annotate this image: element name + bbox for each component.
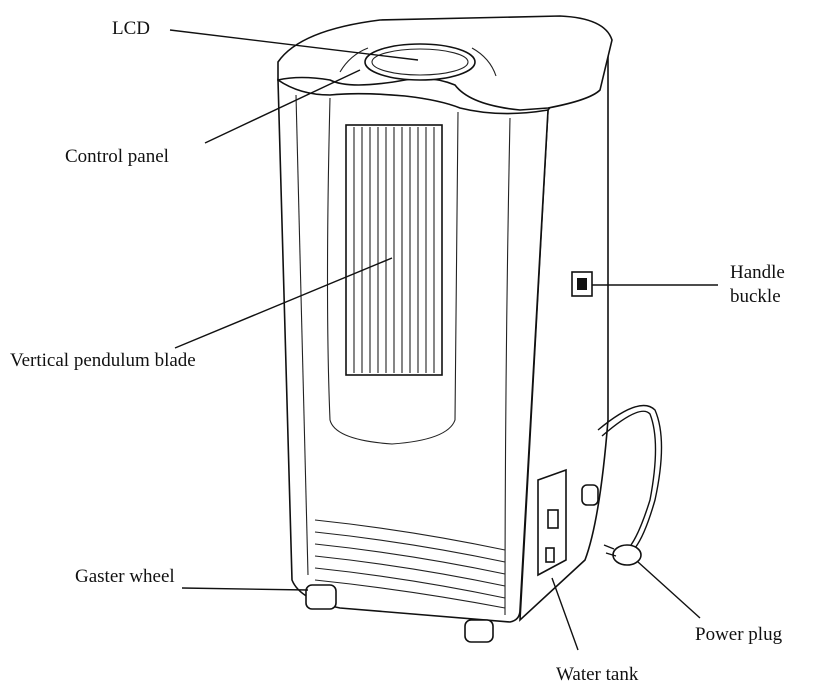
label-vertical-blade: Vertical pendulum blade bbox=[10, 350, 196, 371]
bottom-grille bbox=[314, 519, 506, 609]
leader-vertical-blade bbox=[174, 257, 393, 349]
label-water-tank: Water tank bbox=[556, 664, 639, 685]
label-lcd: LCD bbox=[112, 18, 150, 39]
leader-water-tank bbox=[551, 577, 579, 651]
side-panel bbox=[519, 35, 609, 622]
vertical-pendulum-blade bbox=[345, 124, 443, 376]
handle-buckle bbox=[571, 271, 593, 297]
leader-lines bbox=[169, 29, 718, 651]
leader-lcd bbox=[169, 29, 419, 61]
label-handle-line2: buckle bbox=[730, 286, 781, 307]
leader-control-panel bbox=[204, 69, 361, 144]
power-plug-icon bbox=[612, 544, 642, 566]
caster-wheel bbox=[305, 484, 599, 643]
leader-power-plug bbox=[637, 561, 701, 619]
water-tank bbox=[537, 468, 567, 577]
air-cooler-unit bbox=[277, 15, 663, 643]
lcd-screen bbox=[364, 43, 476, 81]
leader-caster bbox=[181, 587, 309, 591]
label-caster-wheel: Gaster wheel bbox=[75, 566, 175, 587]
label-power-plug: Power plug bbox=[695, 624, 783, 645]
power-cord bbox=[597, 404, 663, 566]
label-handle-line1: Handle bbox=[730, 262, 785, 283]
label-control-panel: Control panel bbox=[65, 146, 169, 167]
